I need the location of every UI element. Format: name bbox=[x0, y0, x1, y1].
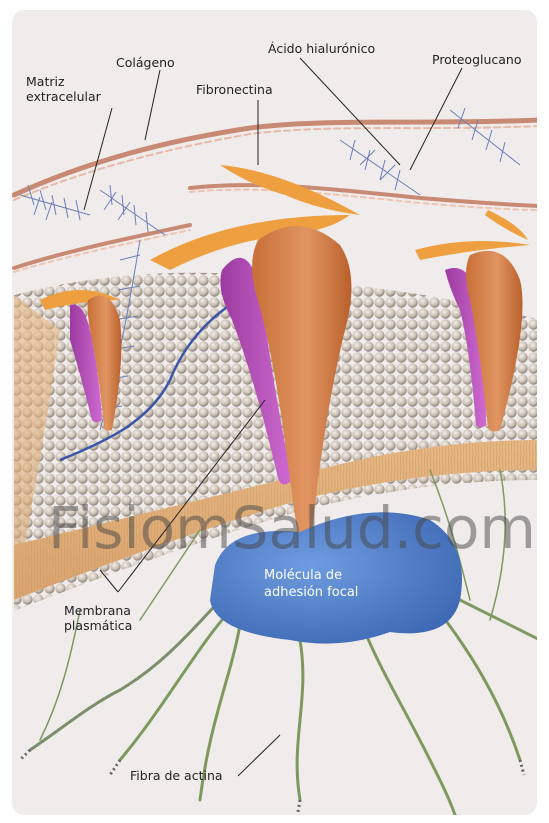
label-molecula-adhesion-focal: Molécula de adhesión focal bbox=[264, 567, 358, 601]
label-matriz-extracelular: Matriz extracelular bbox=[26, 74, 101, 104]
label-fibronectina: Fibronectina bbox=[196, 82, 273, 97]
label-fibra-actina: Fibra de actina bbox=[130, 768, 223, 783]
label-acido-hialuronico: Ácido hialurónico bbox=[268, 41, 375, 56]
watermark: FisiomSalud.com bbox=[48, 494, 536, 562]
label-proteoglucano: Proteoglucano bbox=[432, 52, 522, 67]
label-membrana-plasmatica: Membrana plasmática bbox=[64, 603, 132, 633]
label-colageno: Colágeno bbox=[116, 55, 175, 70]
